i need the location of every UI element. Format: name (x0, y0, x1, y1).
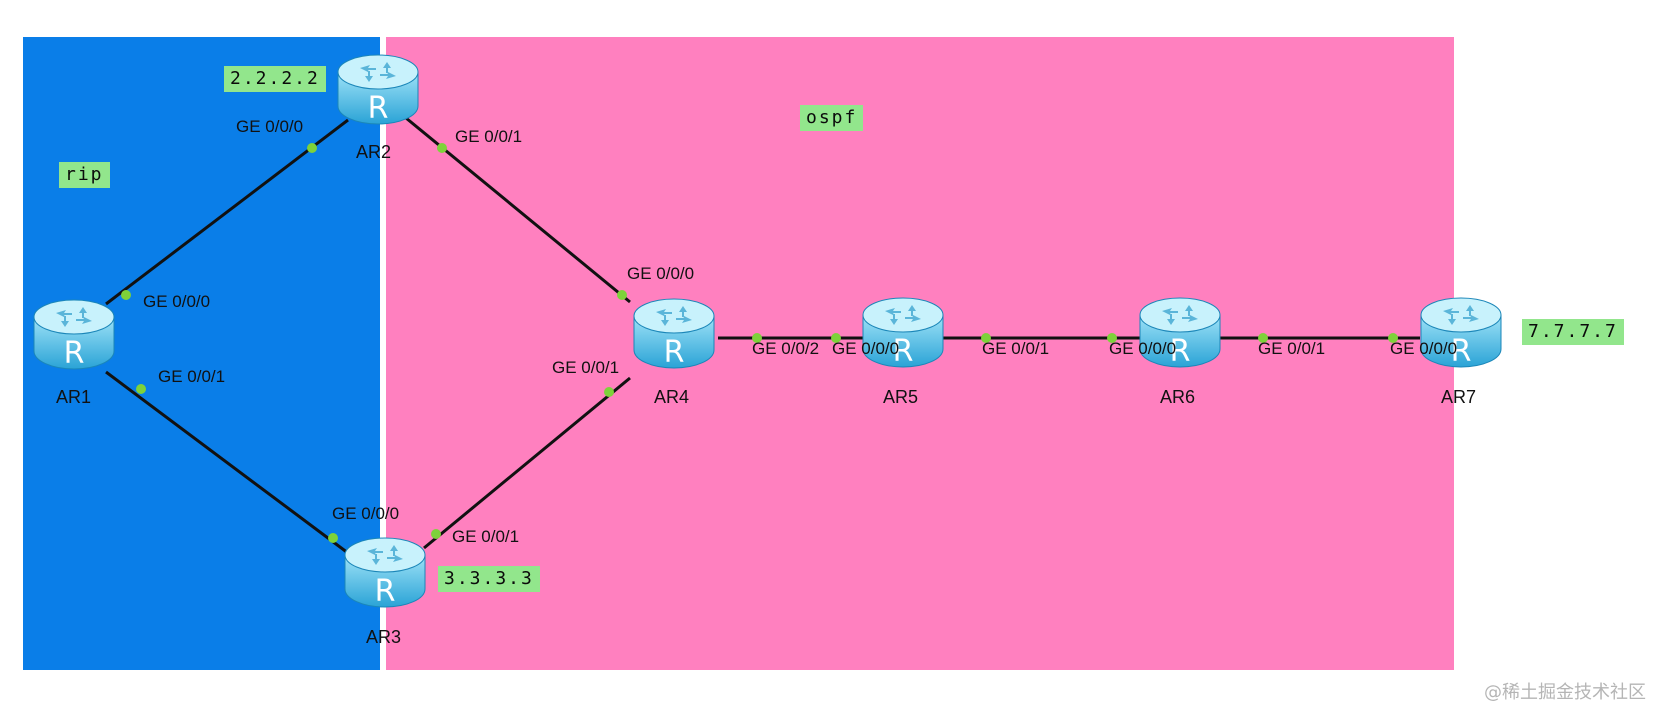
link-ar1-ar2 (105, 118, 349, 306)
watermark: @稀土掘金技术社区 (1484, 682, 1646, 703)
port-label-ar5-ge001: GE 0/0/1 (982, 339, 1050, 358)
port-label-ar2-ge001: GE 0/0/1 (455, 127, 523, 146)
rip-tag: rip (59, 162, 110, 188)
router-label-ar4: AR4 (654, 387, 690, 407)
port-dot (752, 333, 762, 343)
router-icon[interactable]: R (631, 296, 717, 376)
router-icon[interactable]: R (1418, 295, 1504, 375)
port-dot (981, 333, 991, 343)
router-icon-graphic: R (1420, 297, 1502, 369)
router-icon[interactable]: R (342, 535, 428, 615)
svg-text:R: R (375, 574, 396, 609)
port-label-ar3-ge001: GE 0/0/1 (452, 527, 520, 546)
port-dot (121, 290, 131, 300)
port-label-ar4-ge002: GE 0/0/2 (752, 339, 820, 358)
port-dot (831, 333, 841, 343)
port-label-ar4-ge001: GE 0/0/1 (552, 358, 620, 377)
router-icon[interactable]: R (860, 295, 946, 375)
ar3-loopback-tag: 3.3.3.3 (438, 566, 540, 592)
port-label-ar4-ge000: GE 0/0/0 (627, 264, 695, 283)
port-label-ar2-ge000: GE 0/0/0 (236, 117, 304, 136)
router-label-ar7: AR7 (1441, 387, 1477, 407)
router-icon-graphic: R (337, 54, 419, 126)
svg-text:R: R (368, 91, 389, 126)
router-icon-graphic: R (344, 537, 426, 609)
port-label-ar6-ge000: GE 0/0/0 (1109, 339, 1177, 358)
port-dot (604, 387, 614, 397)
svg-text:R: R (1170, 334, 1191, 369)
svg-text:R: R (1451, 334, 1472, 369)
port-dot (1107, 333, 1117, 343)
port-label-ar1-ge001: GE 0/0/1 (158, 367, 226, 386)
link-ar1-ar3 (105, 370, 353, 558)
port-dot (431, 529, 441, 539)
link-ar3-ar4 (423, 376, 631, 550)
router-icon-graphic: R (33, 299, 115, 371)
router-icon[interactable]: R (1137, 295, 1223, 375)
port-label-ar5-ge000: GE 0/0/0 (832, 339, 900, 358)
port-dot (617, 290, 627, 300)
router-label-ar1: AR1 (56, 387, 92, 407)
port-label-ar3-ge000: GE 0/0/0 (332, 504, 400, 523)
ospf-tag: ospf (800, 105, 864, 131)
port-dot (1388, 333, 1398, 343)
router-icon-graphic: R (862, 297, 944, 369)
port-dot (437, 143, 447, 153)
router-icon[interactable]: R (31, 297, 117, 377)
svg-text:R: R (664, 335, 685, 370)
router-label-ar3: AR3 (366, 627, 402, 647)
port-label-ar1-ge000: GE 0/0/0 (143, 292, 211, 311)
port-dot (136, 384, 146, 394)
port-dot (328, 533, 338, 543)
router-icon-graphic: R (633, 298, 715, 370)
router-label-ar6: AR6 (1160, 387, 1196, 407)
svg-text:R: R (893, 334, 914, 369)
port-dot (1258, 333, 1268, 343)
router-label-ar5: AR5 (883, 387, 919, 407)
port-label-ar7-ge000: GE 0/0/0 (1390, 339, 1458, 358)
ar2-loopback-tag: 2.2.2.2 (224, 66, 326, 92)
router-label-ar2: AR2 (356, 142, 392, 162)
svg-text:R: R (64, 336, 85, 371)
port-label-ar6-ge001: GE 0/0/1 (1258, 339, 1326, 358)
ar7-loopback-tag: 7.7.7.7 (1522, 319, 1624, 345)
router-icon[interactable]: R (335, 52, 421, 132)
port-dot (307, 143, 317, 153)
router-icon-graphic: R (1139, 297, 1221, 369)
